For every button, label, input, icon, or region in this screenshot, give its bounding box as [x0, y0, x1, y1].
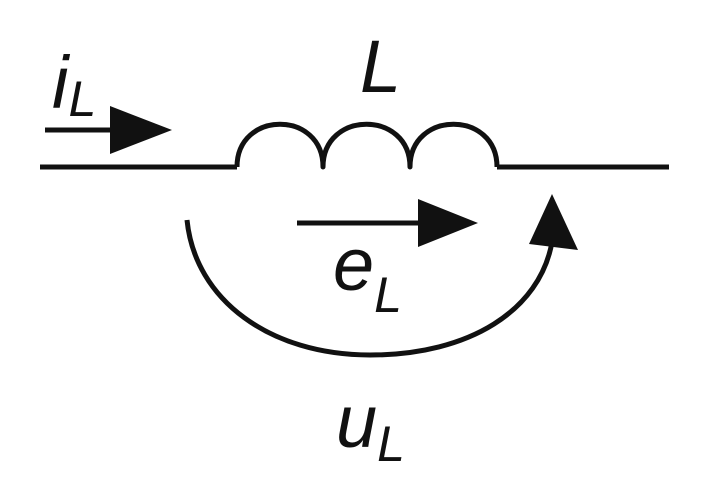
inductor-coil: [234, 121, 500, 170]
current-label: iL: [52, 41, 96, 127]
emf-label-sub: L: [374, 267, 402, 323]
current-label-main: i: [52, 41, 71, 124]
emf-label-main: e: [333, 223, 374, 306]
emf-label: eL: [333, 223, 402, 323]
voltage-label: uL: [336, 380, 405, 472]
voltage-arc-arrow: [184, 194, 578, 358]
current-label-sub: L: [68, 71, 96, 127]
voltage-label-sub: L: [377, 416, 405, 472]
current-arrow: [45, 106, 172, 154]
emf-arrow: [297, 199, 478, 247]
voltage-label-main: u: [336, 380, 377, 463]
inductance-label: L: [360, 25, 401, 108]
